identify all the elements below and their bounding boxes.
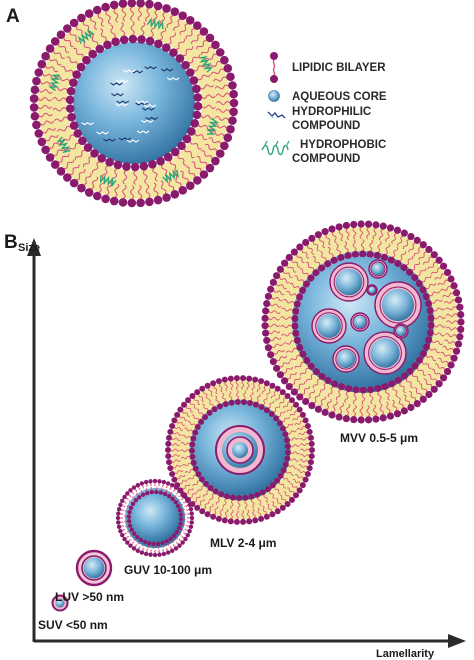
hydrophilic-icon (267, 111, 286, 119)
legend-label-hydrophilic-line2: COMPOUND (292, 120, 360, 132)
x-axis (34, 634, 466, 648)
label-guv: GUV 10-100 μm (124, 563, 212, 577)
label-mlv: MLV 2-4 μm (210, 536, 276, 550)
label-mvv: MVV 0.5-5 μm (340, 431, 418, 445)
label-suv: SUV <50 nm (38, 618, 108, 632)
panel-a-letter: A (6, 6, 20, 27)
aqueous-core-icon (268, 90, 280, 102)
hydrophobic-icon (261, 140, 290, 156)
legend: LIPIDIC BILAYER AQUEOUS CORE HYDROPHILIC… (261, 52, 387, 165)
legend-label-lipidic-bilayer: LIPIDIC BILAYER (292, 62, 386, 74)
lipid-icon (270, 52, 278, 83)
y-axis (27, 238, 41, 642)
legend-label-hydrophobic-line2: COMPOUND (292, 153, 360, 165)
x-axis-label: Lamellarity (376, 648, 435, 660)
legend-label-aqueous-core: AQUEOUS CORE (292, 91, 387, 103)
vesicle-series (51, 220, 465, 612)
y-axis-label: Size (18, 242, 40, 254)
label-luv: LUV >50 nm (55, 590, 124, 604)
legend-label-hydrophilic-line1: HYDROPHILIC (292, 106, 371, 118)
liposome-panel-a (29, 0, 239, 208)
panel-b-letter: B (4, 232, 18, 253)
legend-label-hydrophobic-line1: HYDROPHOBIC (300, 139, 386, 151)
